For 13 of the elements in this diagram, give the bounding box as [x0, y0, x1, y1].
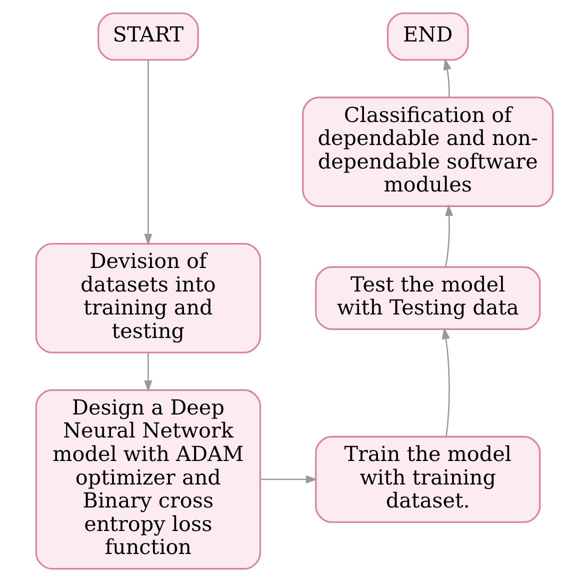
node-box: END	[386, 12, 468, 61]
arrow	[144, 352, 152, 392]
node-box: Classification of dependable and non-dependable software modules	[302, 96, 554, 207]
node-box: Devision of datasets into training and testing	[34, 242, 260, 354]
node-box: Train the model with training dataset.	[314, 436, 540, 523]
arrow	[444, 204, 453, 267]
arrow	[441, 327, 450, 436]
node-box: START	[97, 12, 198, 61]
arrow	[144, 60, 152, 246]
arrow	[442, 58, 451, 98]
node-box: Test the model with Testing data	[314, 266, 540, 330]
arrow	[260, 475, 318, 484]
node-box: Design a Deep Neural Network model with ADAM optimizer and Binary cross entropy loss function	[34, 389, 260, 570]
